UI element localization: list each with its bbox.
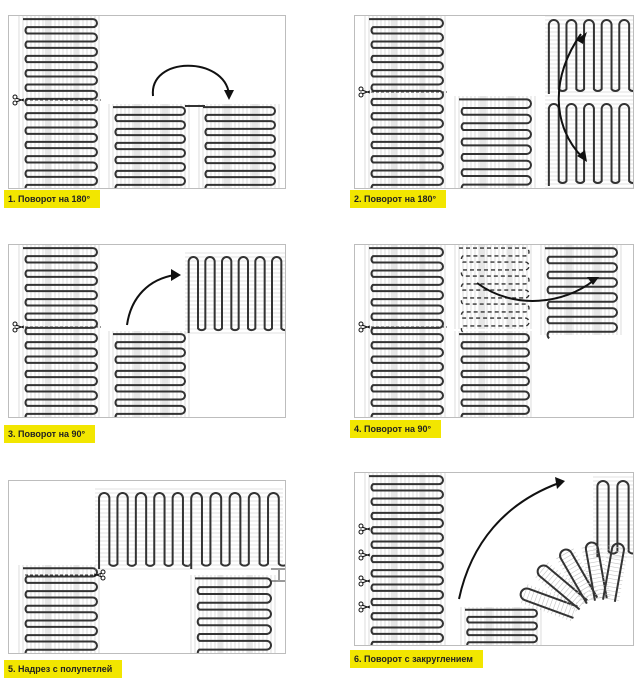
fan-segment (535, 562, 589, 612)
arrow-head (587, 277, 599, 285)
panel-4-drawing (358, 245, 622, 417)
mat-mid-ghost (454, 245, 532, 333)
fan-segment (599, 542, 629, 602)
fan-segment (581, 541, 611, 601)
caption-1: 1. Поворот на 180° (4, 190, 101, 208)
curved-arrow-icon (151, 64, 230, 97)
scissors-icon (358, 523, 371, 535)
double-arrow-icon (557, 33, 584, 159)
caption-5: 5. Надрез с полупетлей (4, 660, 123, 678)
scissors-icon (358, 575, 371, 587)
caption-4: 4. Поворот на 90° (350, 420, 442, 438)
panel-1-drawing (12, 16, 280, 188)
mat-mid-lower (454, 331, 532, 417)
mat-mid (454, 96, 536, 188)
mat-left (18, 245, 100, 417)
panel-6 (354, 472, 634, 646)
mat-mid (108, 331, 190, 417)
caption-2: 2. Поворот на 180° (350, 190, 447, 208)
scissors-icon (358, 601, 371, 613)
arrow-head (555, 477, 565, 489)
arrow-head (171, 269, 181, 281)
mat-top-right (185, 252, 285, 334)
mat-top-mid (95, 488, 192, 570)
curved-arrow-icon (126, 274, 176, 326)
mat-bottom (460, 607, 542, 645)
arrow-head-bottom (577, 150, 587, 162)
mat-left (18, 565, 100, 653)
arrow-head-top (576, 32, 587, 44)
scissors-icon (358, 86, 371, 98)
mat-right (198, 104, 280, 188)
panel-2-drawing (358, 16, 633, 188)
panel-4 (354, 244, 634, 418)
mat-mid (108, 104, 190, 188)
scissors-icon (358, 321, 371, 333)
mat-right (540, 245, 622, 340)
mat-left (364, 245, 446, 417)
curved-arrow-icon (458, 482, 560, 600)
panel-5-drawing (18, 488, 285, 653)
mat-right-top (545, 16, 633, 97)
mat-left (18, 16, 100, 188)
scissors-icon (358, 549, 371, 561)
scissors-icon (93, 569, 106, 581)
mat-left (364, 473, 446, 645)
fan-segments (519, 541, 629, 622)
curved-arrow-icon (476, 280, 594, 302)
caption-3: 3. Поворот на 90° (4, 425, 96, 443)
panel-1 (8, 15, 286, 189)
caption-6: 6. Поворот с закруглением (350, 650, 483, 668)
mat-right-bottom (190, 575, 276, 653)
mat-right-top (187, 488, 285, 570)
panel-2 (354, 15, 634, 189)
arrow-head (224, 90, 234, 100)
panel-6-drawing (358, 473, 633, 645)
panel-3 (8, 244, 286, 418)
scissors-icon (12, 321, 25, 333)
scissors-icon (12, 94, 25, 106)
panel-3-drawing (12, 245, 285, 417)
mat-right-bottom (545, 99, 633, 188)
mat-left (364, 16, 446, 188)
panel-5 (8, 480, 286, 654)
